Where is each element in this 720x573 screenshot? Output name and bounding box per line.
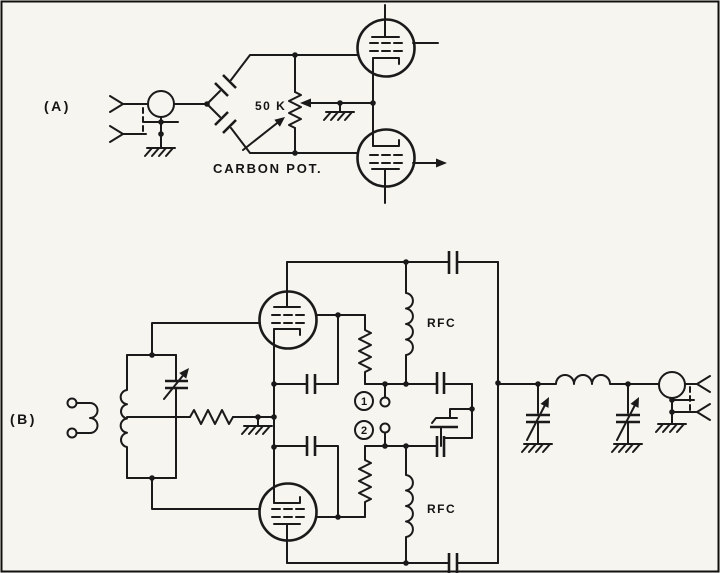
pi-variable-capacitor-1 (521, 383, 553, 453)
terminal-2-circle (354, 420, 374, 440)
rfc-bottom-label: RFC (427, 502, 456, 516)
cathode-electrode (372, 57, 400, 65)
terminal-1-post (379, 396, 391, 408)
tube-top-a (356, 4, 439, 78)
ground-icon (241, 425, 273, 435)
output-connector (655, 371, 711, 433)
rfc-coil-icon (405, 445, 414, 564)
terminal-2-label: 2 (361, 425, 367, 437)
pi-inductor-icon (497, 374, 660, 385)
plate-rail-top (286, 251, 499, 274)
cathode-electrode (372, 139, 400, 147)
coax-prong-icon (109, 95, 149, 113)
neutralizing-network (430, 372, 475, 457)
rfc-choke-top: RFC (403, 259, 456, 387)
screen-resistor-top (358, 314, 372, 385)
connector-circle (658, 371, 686, 399)
variable-arrow-icon (630, 397, 639, 408)
input-connector (109, 90, 179, 157)
plate-rail-bottom (286, 553, 499, 573)
trimmer-top-plate (431, 417, 458, 424)
figure-b: (B) (10, 251, 711, 573)
plate-electrode (371, 168, 400, 204)
input-terminal (66, 427, 78, 439)
pot-value-label: 50 K (255, 99, 286, 113)
annotation-arrow-icon (274, 117, 285, 127)
figure-b-label: (B) (10, 411, 37, 427)
ground-icon (323, 111, 355, 121)
tank-coil-icon (119, 354, 128, 479)
coax-prong-icon (109, 125, 147, 143)
rfc-coil-icon (405, 261, 414, 385)
grid-resistor (189, 409, 234, 425)
terminal-2-post (379, 422, 391, 434)
tube-bottom-a (356, 128, 447, 204)
lead-arrow-icon (436, 158, 447, 168)
ground-icon (521, 443, 553, 453)
cathode-bus-b (271, 312, 341, 520)
tube-top-b (258, 261, 366, 350)
wiper-arrow-icon (300, 98, 311, 108)
grid-tank (119, 322, 275, 510)
cathode-electrode (273, 328, 301, 336)
cathode-electrode (273, 496, 301, 504)
pi-output-network (495, 371, 711, 453)
plate-electrode (273, 261, 301, 308)
coupling-capacitor-lower (206, 103, 358, 154)
connector-circle (147, 90, 175, 118)
input-terminal (66, 397, 78, 409)
plate-electrode (371, 4, 400, 38)
figure-a-label: (A) (44, 98, 71, 114)
ground-icon (655, 423, 687, 433)
figure-a: (A) (44, 4, 447, 204)
link-coil-icon (76, 402, 99, 434)
coupling-capacitor-upper (206, 54, 358, 105)
plate-electrode (273, 523, 301, 564)
pot-caption: CARBON POT. (213, 161, 322, 176)
input-link (66, 397, 99, 439)
coax-prong-icon (684, 375, 711, 393)
terminal-1-circle (354, 391, 374, 411)
rfc-top-label: RFC (427, 316, 456, 330)
coax-prong-icon (671, 397, 711, 425)
terminal-1-label: 1 (361, 396, 367, 408)
variable-arrow-icon (179, 368, 189, 379)
screen-resistor-bottom (358, 445, 372, 518)
ground-icon (611, 443, 643, 453)
rfc-choke-bottom: RFC (403, 443, 456, 566)
keying-terminals: 1 2 (354, 381, 473, 449)
tube-bottom-b (258, 482, 366, 564)
variable-arrow-icon (540, 397, 549, 408)
ground-icon (144, 147, 176, 157)
pi-variable-capacitor-2 (611, 383, 643, 453)
